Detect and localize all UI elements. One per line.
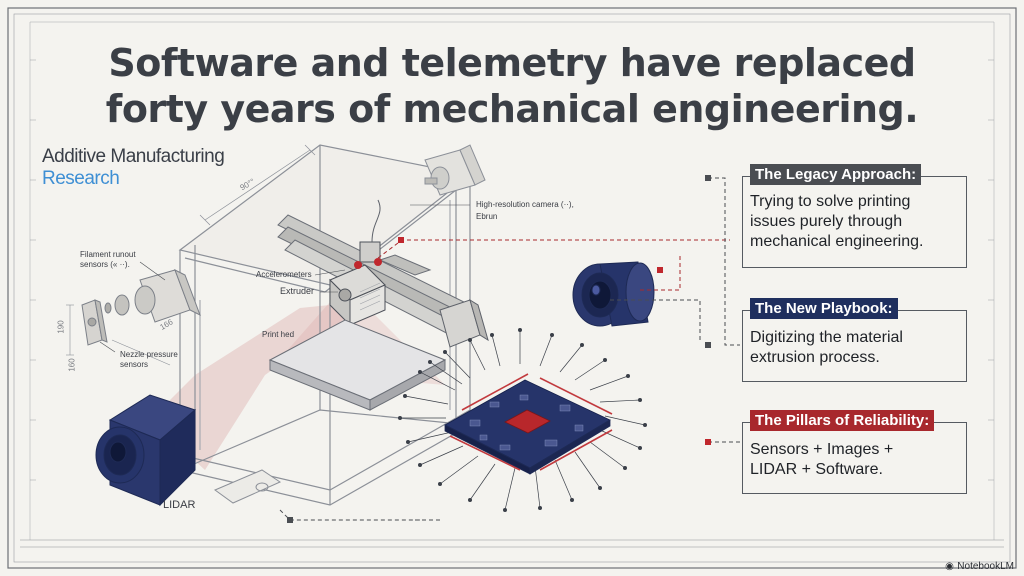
control-display [213,469,282,504]
gantry-end-block [439,298,489,348]
page-title: Software and telemetry have replaced for… [0,40,1024,132]
card-legacy-line-2: issues purely through [750,213,903,230]
control-board [398,328,647,512]
filament-sensor-assembly [81,268,201,346]
card-legacy-box [742,176,967,268]
camera-lens [572,261,655,327]
card-playbook-tag: The New Playbook: [750,298,898,319]
title-line-2: forty years of mechanical engineering. [105,87,919,131]
brand-line-1: Additive Manufacturing [42,146,225,167]
footer-brand: ◉ NotebookLM [945,561,1014,572]
notebooklm-logo-icon: ◉ [945,561,954,572]
label-accelerometers: Accelerometers [256,270,312,279]
card-pillars-line-2: LIDAR + Software. [750,461,883,478]
label-print-head: Print hed [262,330,295,339]
card-legacy-line-1: Trying to solve printing [750,193,911,210]
card-pillars-box [742,422,967,494]
dimension-160: 160 [67,358,77,372]
dimension-190: 190 [56,320,66,334]
card-playbook-line-2: extrusion process. [750,349,880,366]
card-legacy-tag: The Legacy Approach: [750,164,922,185]
label-nozzle-pressure: Nezzle pressure sensors [120,350,178,369]
label-ebrun: Ebrun [476,212,498,221]
z-motor [424,144,486,196]
label-filament-runout: Filament runout sensors (« ··). [80,250,136,269]
card-new-playbook: The New Playbook: Digitizing the materia… [742,298,967,384]
title-line-1: Software and telemetry have replaced [108,41,916,85]
card-legacy-line-3: mechanical engineering. [750,233,924,250]
footer-label: NotebookLM [957,561,1014,572]
label-extruder: Extruder [280,286,315,296]
card-pillars-line-1: Sensors + Images + [750,441,894,458]
extruder [329,199,386,336]
label-camera: High-resolution camera (··), [476,200,574,209]
card-pillars-tag: The Pillars of Reliability: [750,410,935,431]
print-bed [268,319,447,411]
card-pillars-reliability: The Pillars of Reliability: Sensors + Im… [742,410,967,496]
brand-line-2: Research [42,168,120,189]
label-lidar: LIDAR [163,499,196,511]
lidar-unit [95,394,196,507]
card-legacy-approach: The Legacy Approach: Trying to solve pri… [742,164,967,270]
card-playbook-line-1: Digitizing the material [750,329,903,346]
brand-block: Additive Manufacturing Research [42,146,225,190]
